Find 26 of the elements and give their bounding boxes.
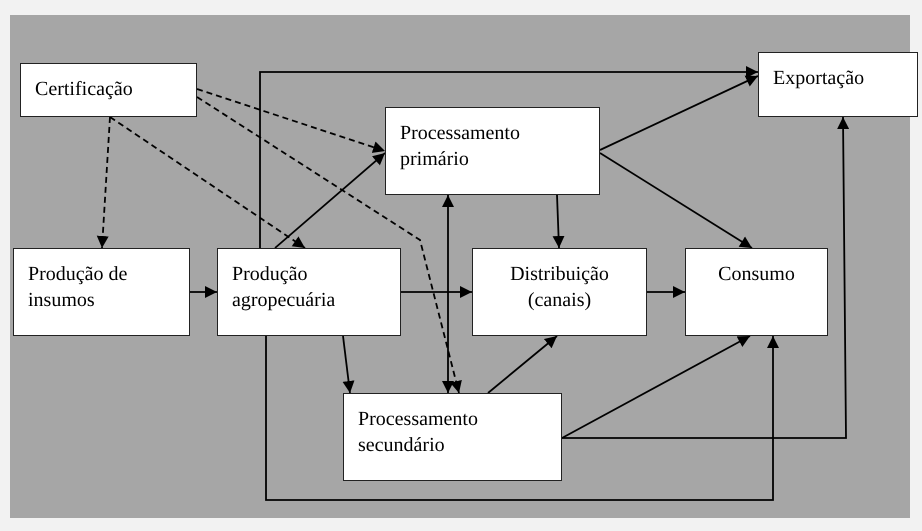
arrow bbox=[274, 152, 386, 249]
arrow bbox=[442, 195, 454, 393]
arrow bbox=[487, 335, 558, 394]
dashed-arrow bbox=[196, 88, 386, 153]
arrow bbox=[342, 336, 354, 394]
arrow bbox=[259, 66, 758, 248]
arrow bbox=[562, 117, 850, 439]
dashed-arrow bbox=[96, 116, 111, 248]
arrow bbox=[600, 152, 752, 249]
arrow bbox=[600, 75, 758, 151]
process-box: Processamento secundário bbox=[343, 393, 562, 481]
arrow bbox=[401, 286, 472, 298]
dashed-arrow bbox=[196, 96, 462, 394]
arrow bbox=[265, 336, 779, 501]
arrow bbox=[190, 286, 217, 298]
arrow bbox=[647, 286, 685, 298]
process-box: Certificação bbox=[20, 63, 197, 117]
process-box: Produção de insumos bbox=[13, 248, 190, 336]
process-box: Distribuição (canais) bbox=[472, 248, 647, 336]
process-box: Exportação bbox=[758, 52, 918, 117]
arrow bbox=[562, 335, 750, 439]
process-box: Produção agropecuária bbox=[217, 248, 401, 336]
dashed-arrow bbox=[110, 116, 306, 249]
arrow bbox=[552, 194, 565, 248]
process-box: Consumo bbox=[685, 248, 828, 336]
process-box: Processamento primário bbox=[385, 107, 600, 195]
